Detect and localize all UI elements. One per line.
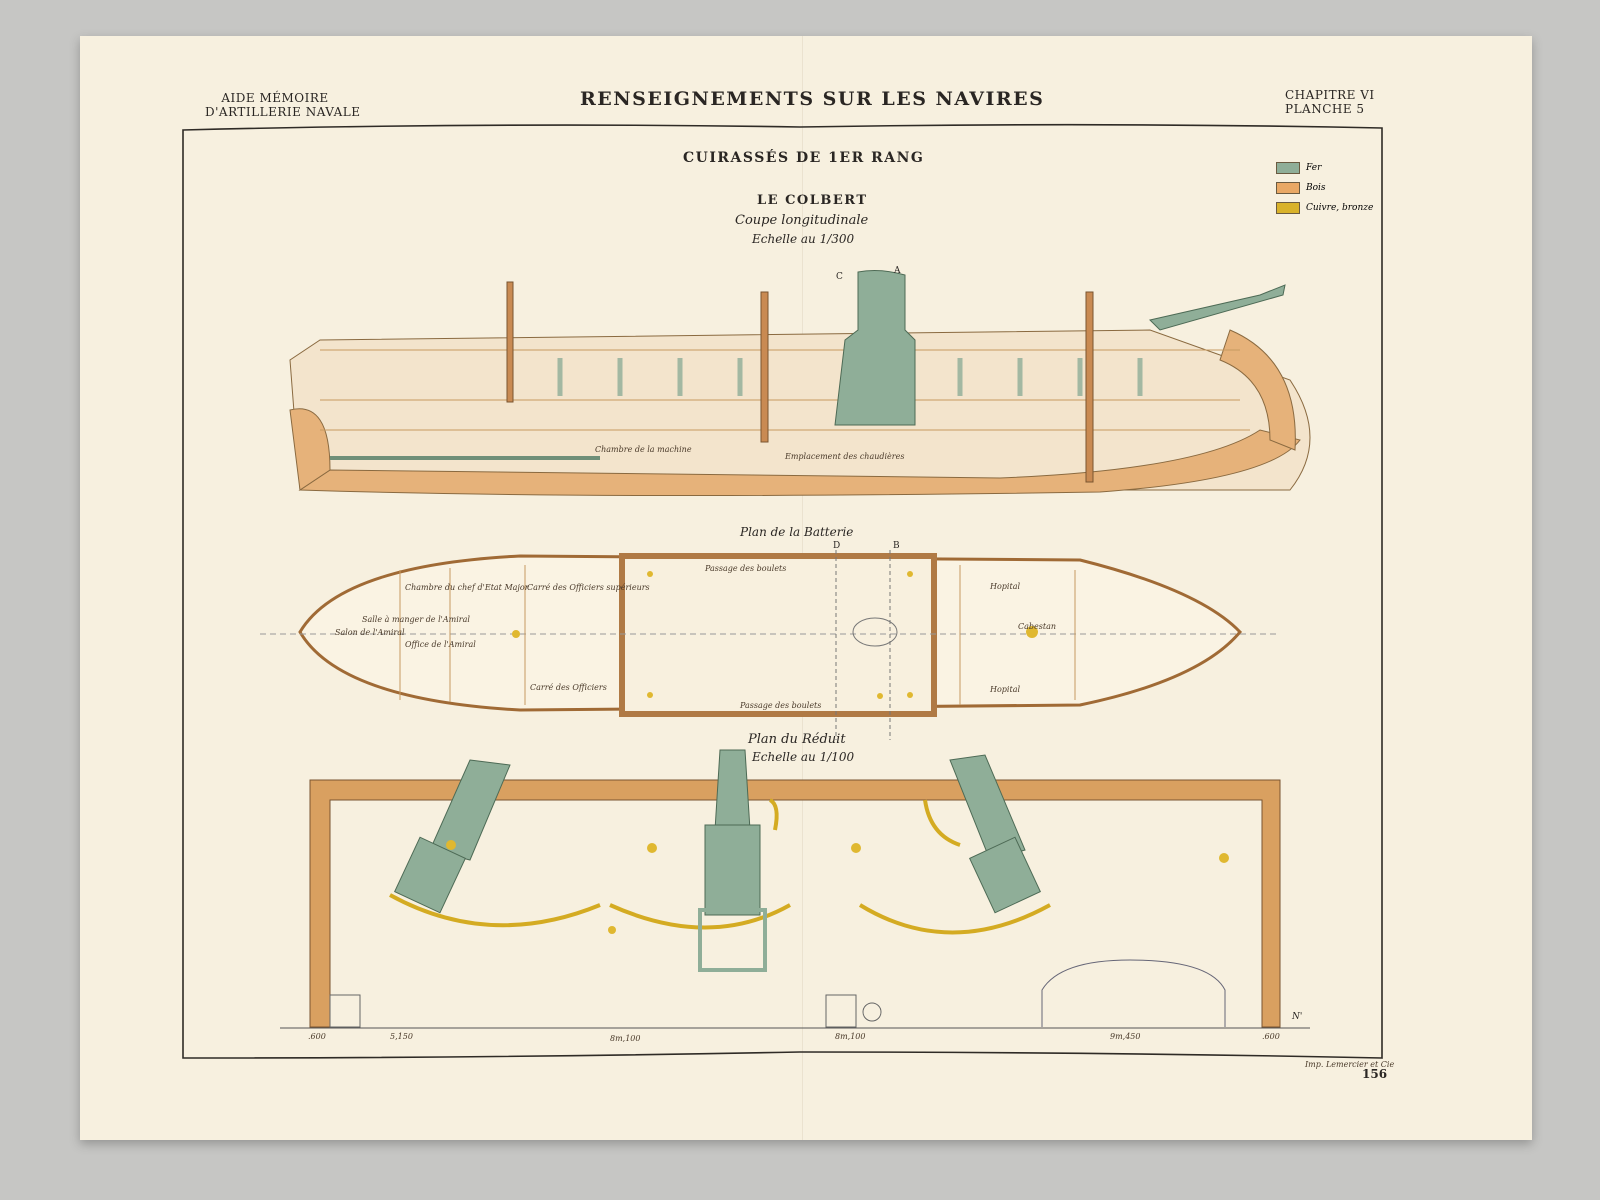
marker-c: C bbox=[836, 272, 843, 282]
legend-label: Cuivre, bronze bbox=[1306, 203, 1374, 213]
legend-swatch bbox=[1276, 182, 1300, 194]
dimension-label: 8m,100 bbox=[610, 1034, 641, 1043]
dimension-label: .600 bbox=[1262, 1032, 1280, 1041]
plate-number: PLANCHE 5 bbox=[1285, 102, 1365, 116]
category-title: CUIRASSÉS DE 1ER RANG bbox=[683, 150, 925, 166]
marker-a: A bbox=[894, 266, 901, 276]
dimension-label: 5,150 bbox=[390, 1032, 413, 1041]
longitudinal-section bbox=[289, 270, 1311, 497]
marker-d: D bbox=[833, 541, 841, 551]
battery-plan bbox=[260, 550, 1280, 740]
redoubt-plan bbox=[280, 749, 1310, 1029]
room-label: Salle à manger de l'Amiral bbox=[362, 615, 470, 624]
bow-gun bbox=[1149, 284, 1286, 331]
boiler-label: Emplacement des chaudières bbox=[785, 452, 905, 461]
room-label: Hopital bbox=[990, 685, 1021, 694]
section-title: Coupe longitudinale bbox=[735, 213, 869, 228]
room-label: Carré des Officiers supérieurs bbox=[527, 583, 650, 592]
chapter-label: CHAPITRE VI bbox=[1285, 88, 1375, 102]
header-left-line2: D'ARTILLERIE NAVALE bbox=[205, 105, 361, 119]
room-label: Hopital bbox=[990, 582, 1021, 591]
room-label: Cabestan bbox=[1018, 622, 1056, 631]
room-label: Passage des boulets bbox=[705, 564, 787, 573]
redoubt-guns bbox=[393, 749, 1042, 972]
battery-title: Plan de la Batterie bbox=[740, 525, 854, 539]
section-scale: Echelle au 1/300 bbox=[752, 232, 855, 246]
redoubt-title: Plan du Réduit bbox=[748, 732, 846, 747]
legend-item-cuivre: Cuivre, bronze bbox=[1276, 198, 1373, 218]
marker-n: N' bbox=[1292, 1012, 1303, 1022]
dimension-label: .600 bbox=[308, 1032, 326, 1041]
room-label: Salon de l'Amiral bbox=[335, 628, 405, 637]
room-label: Carré des Officiers bbox=[530, 683, 607, 692]
engine-room-label: Chambre de la machine bbox=[595, 445, 692, 454]
header-left: AIDE MÉMOIRE D'ARTILLERIE NAVALE bbox=[205, 91, 361, 119]
legend-swatch bbox=[1276, 202, 1300, 214]
dimension-label: 8m,100 bbox=[835, 1032, 866, 1041]
page-number: 156 bbox=[1362, 1067, 1388, 1081]
room-label: Office de l'Amiral bbox=[405, 640, 476, 649]
legend-item-fer: Fer bbox=[1276, 158, 1373, 178]
header-right: CHAPITRE VI PLANCHE 5 bbox=[1285, 88, 1375, 116]
dimension-label: 9m,450 bbox=[1110, 1032, 1141, 1041]
room-label: Passage des boulets bbox=[740, 701, 822, 710]
plate-title: RENSEIGNEMENTS SUR LES NAVIRES bbox=[580, 88, 1045, 110]
room-label: Chambre du chef d'Etat Major bbox=[405, 583, 529, 592]
marker-b: B bbox=[893, 541, 900, 551]
legend: Fer Bois Cuivre, bronze bbox=[1276, 158, 1373, 218]
legend-label: Bois bbox=[1306, 183, 1326, 193]
redoubt-scale: Echelle au 1/100 bbox=[752, 750, 855, 764]
header-left-line1: AIDE MÉMOIRE bbox=[221, 91, 329, 105]
plate-frame bbox=[182, 123, 1383, 1059]
legend-item-bois: Bois bbox=[1276, 178, 1373, 198]
funnel bbox=[834, 270, 916, 426]
legend-label: Fer bbox=[1306, 163, 1322, 173]
legend-swatch bbox=[1276, 162, 1300, 174]
printer-credit: Imp. Lemercier et Cie bbox=[1305, 1060, 1395, 1069]
ship-name: LE COLBERT bbox=[757, 193, 868, 208]
